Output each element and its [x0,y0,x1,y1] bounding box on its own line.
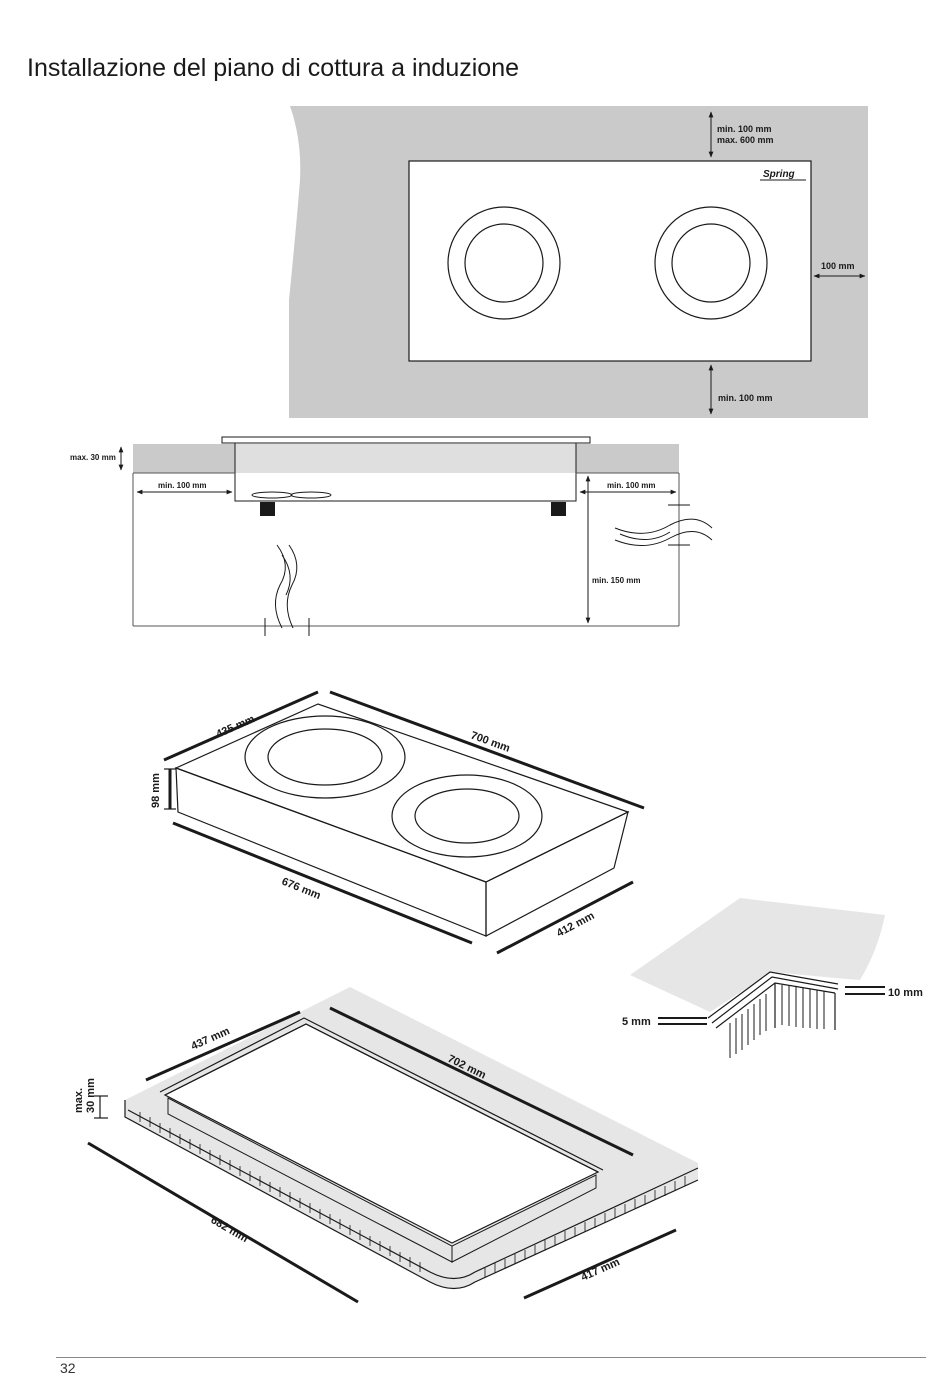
dim-line-depth-bottom [496,880,634,955]
edge-detail-diagram: 10 mm 5 mm [622,898,923,1058]
dim-label-thickness-2: 30 mm [85,1078,97,1113]
worktop-piece [630,898,885,1012]
dim-label-depth-bottom: 417 mm [579,1256,622,1284]
airflow-icon-bottom [264,544,310,636]
cooking-zone-right-outer [654,206,768,320]
dim-line-depth-top [163,690,319,762]
hob-side-face [485,810,629,937]
dim-label-thickness: max. 30 mm [70,453,116,462]
dim-label-width-bottom: 682 mm [209,1214,251,1245]
dim-label-top-min: min. 100 mm [717,124,772,134]
dim-label-5mm: 5 mm [622,1016,651,1028]
hob-dimensions-diagram: 435 mm 700 mm 98 mm 676 mm 412 mm [150,690,645,955]
dim-label-right: 100 mm [821,261,855,271]
dim-line-width-bottom [172,821,473,945]
worktop-band-right [576,444,679,473]
dim-line-depth-bottom [523,1228,677,1300]
cooking-zone-left-outer [447,206,561,320]
dim-line-width-cut [329,1006,634,1157]
dim-label-right: min. 100 mm [607,481,655,490]
dim-label-top-max: max. 600 mm [717,135,774,145]
cooking-zone-back-outer [244,715,406,799]
foot-left [260,502,275,516]
dim-label-bottom: min. 100 mm [718,393,773,403]
worktop-band-left [133,444,235,473]
cooking-zone-left-inner [464,223,544,303]
dim-label-depth-cut: 437 mm [189,1025,232,1053]
dim-label-height: 98 mm [150,773,162,808]
footer-divider [56,1357,926,1358]
dim-label-10mm: 10 mm [888,987,923,999]
page-number: 32 [60,1360,76,1376]
airflow-icon-side [614,504,713,546]
page-title: Installazione del piano di cottura a ind… [27,54,520,82]
glass-top [221,436,591,444]
foot-right [551,502,566,516]
dim-line-width-top [329,690,645,810]
cooking-zone-right-inner [671,223,751,303]
cooking-zone-back-inner [267,728,383,786]
top-view-diagram: Spring min. 100 mm max. 600 mm 100 mm mi… [289,106,868,418]
dim-label-below: min. 150 mm [592,576,640,585]
brand-logo: Spring [763,169,795,180]
dim-label-thickness-1: max. [73,1088,85,1113]
dim-label-left: min. 100 mm [158,481,206,490]
dim-line-width-bottom [87,1141,359,1304]
cooking-zone-front-inner [414,788,520,844]
cooking-zone-front-outer [391,774,543,858]
hob-body [234,442,577,502]
hob-outline [408,160,812,362]
side-section-diagram: max. 30 mm min. 100 mm min. 100 mm min. … [70,436,713,636]
dim-line-depth-cut [145,1010,301,1082]
cutout-dimensions-diagram: 437 mm 702 mm max. 30 mm 682 mm 417 mm [73,987,699,1304]
